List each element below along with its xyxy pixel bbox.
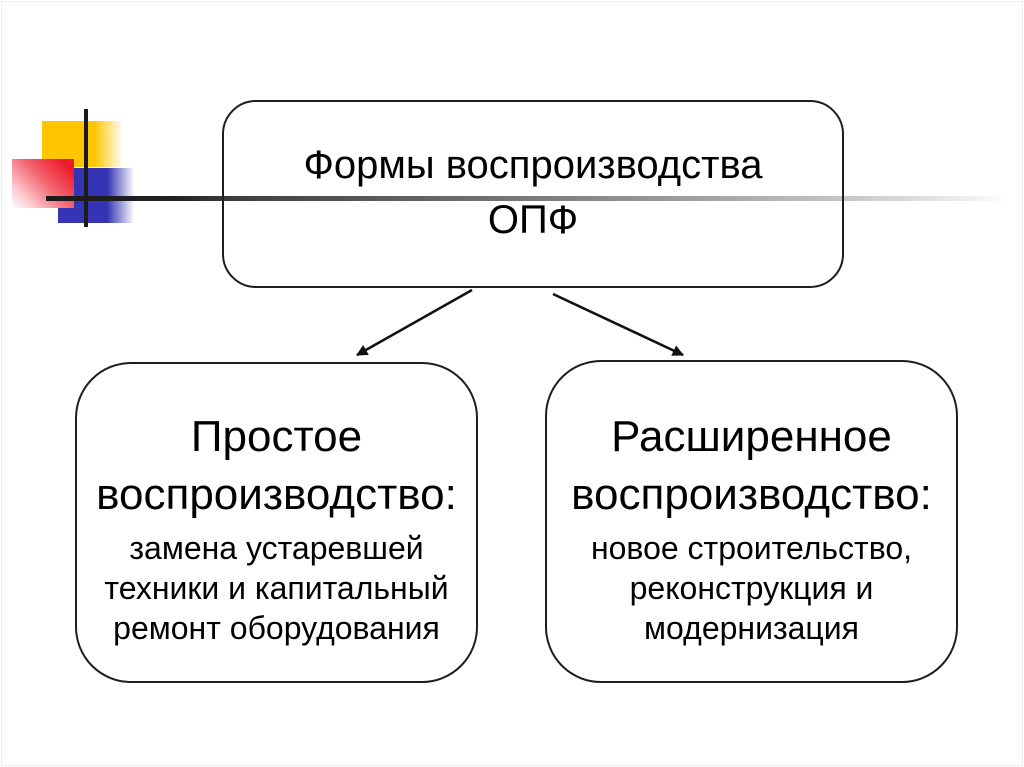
right-box-body-line2: реконструкция и — [629, 570, 874, 606]
arrow-to-right-box — [552, 292, 685, 357]
top-box-line2: ОПФ — [487, 198, 579, 242]
decoration-vertical-line — [84, 109, 88, 227]
right-box-body: новое строительство, реконструкция и мод… — [547, 528, 956, 648]
right-box-body-line1: новое строительство, — [590, 530, 913, 566]
left-box-body-line2: техники и капитальный — [104, 570, 449, 606]
left-box-body-line3: ремонт оборудования — [113, 610, 440, 646]
right-box-title-line2: воспроизводство: — [571, 470, 932, 519]
right-box-body-line3: модернизация — [644, 610, 859, 646]
left-box: Простое воспроизводство: замена устаревш… — [75, 362, 478, 683]
arrow-to-left-box — [356, 288, 473, 357]
right-box-title-line1: Расширенное — [611, 412, 892, 461]
decoration-horizontal-rule — [46, 196, 1010, 201]
right-box: Расширенное воспроизводство: новое строи… — [545, 360, 958, 683]
left-box-body-line1: замена устаревшей — [129, 530, 424, 566]
top-box-line1: Формы воспроизводства — [303, 143, 763, 187]
left-box-body: замена устаревшей техники и капитальный … — [77, 528, 476, 648]
left-box-title-line2: воспроизводство: — [96, 470, 457, 519]
top-box: Формы воспроизводства ОПФ — [222, 100, 844, 288]
left-box-title-line1: Простое — [190, 412, 363, 461]
